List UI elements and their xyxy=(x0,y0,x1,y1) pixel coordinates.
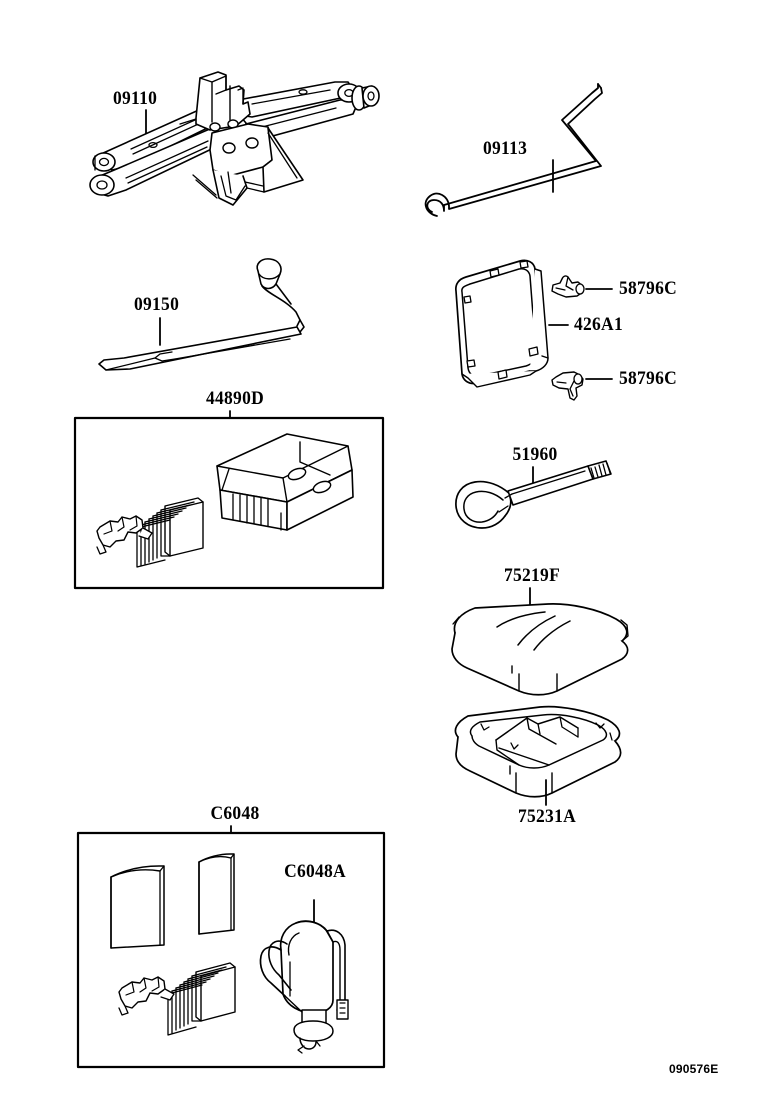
sealant-pouch-large-drawing xyxy=(110,865,165,949)
label-tow-hook: 51960 xyxy=(512,444,558,465)
label-compressor: C6048A xyxy=(284,861,346,882)
part-drawing-clip-upper xyxy=(551,275,613,298)
part-drawing-tool-box-tray xyxy=(454,705,622,806)
repair-key-cluster-drawing xyxy=(118,976,175,1016)
label-tool-box-tray: 75231A xyxy=(518,806,576,827)
part-drawing-clip-lower xyxy=(551,371,613,401)
label-wheel-wrench: 09150 xyxy=(134,294,180,315)
sealant-pouch-small-drawing xyxy=(198,853,235,935)
label-clip-lower: 58796C xyxy=(619,368,677,389)
label-tool-box-lid: 75219F xyxy=(503,565,561,586)
part-drawing-tool-box-lid xyxy=(451,587,629,696)
tool-pouch-stack-drawing xyxy=(136,497,204,568)
part-drawing-wheel-wrench xyxy=(98,258,305,371)
tool-key-cluster-drawing xyxy=(96,515,153,555)
repair-plate-stack-drawing xyxy=(167,962,236,1036)
part-drawing-jack xyxy=(89,71,380,206)
label-jack-handle: 09113 xyxy=(483,138,528,159)
part-drawing-repair-kit-box xyxy=(76,825,386,1069)
part-drawing-tool-bag-box xyxy=(73,410,385,590)
label-repair-kit-box: C6048 xyxy=(210,803,260,824)
air-compressor-drawing xyxy=(259,899,349,1054)
part-drawing-gasket xyxy=(455,259,569,388)
label-tool-bag-box: 44890D xyxy=(206,388,264,409)
tool-bag-drawing xyxy=(216,433,354,531)
part-drawing-tow-hook xyxy=(455,460,612,529)
label-jack: 09110 xyxy=(113,88,158,109)
diagram-code: 090576E xyxy=(669,1062,719,1076)
part-drawing-jack-handle xyxy=(424,83,603,217)
label-gasket: 426A1 xyxy=(574,314,623,335)
label-clip-upper: 58796C xyxy=(619,278,677,299)
